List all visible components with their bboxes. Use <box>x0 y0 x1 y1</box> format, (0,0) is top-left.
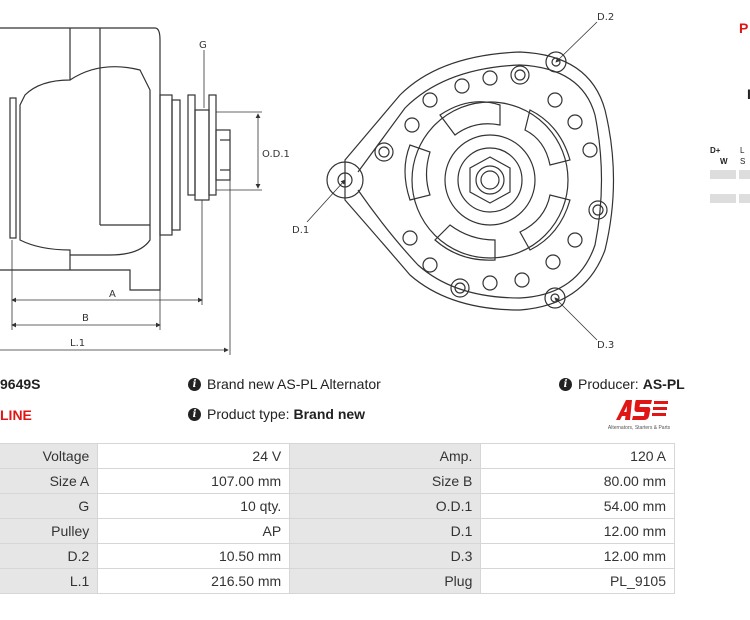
mini-table-cell <box>710 170 736 179</box>
label-od1: O.D.1 <box>262 149 290 160</box>
info-icon: i <box>559 377 572 391</box>
as-pl-logo-mark: Alternators, Starters & Parts <box>608 400 671 431</box>
spec-label: Plug <box>289 568 482 594</box>
mini-table-row-2: S <box>740 157 746 166</box>
front-view-leaders <box>306 21 598 341</box>
spec-label: Pulley <box>0 518 99 544</box>
spec-value: 12.00 mm <box>480 543 675 569</box>
label-g: G <box>199 40 207 51</box>
label-d3: D.3 <box>597 340 614 351</box>
spec-label: D.2 <box>0 543 99 569</box>
spec-label: Amp. <box>289 443 482 469</box>
spec-value: PL_9105 <box>480 568 675 594</box>
side-view <box>0 27 231 291</box>
spec-value: 12.00 mm <box>480 518 675 544</box>
logo-tagline: Alternators, Starters & Parts <box>608 425 671 431</box>
spec-value: 216.50 mm <box>97 568 291 594</box>
side-panel-mark: I <box>747 86 750 102</box>
side-view-dimensions <box>0 50 262 355</box>
product-line: LINE <box>0 407 32 423</box>
spec-value: AP <box>97 518 291 544</box>
spec-label: L.1 <box>0 568 99 594</box>
spec-value: 107.00 mm <box>97 468 291 494</box>
mini-table-header-1: D+ <box>710 146 721 155</box>
producer-label: Producer: <box>578 376 639 392</box>
label-d1: D.1 <box>292 225 309 236</box>
product-type-row: i Product type: Brand new <box>188 406 365 422</box>
spec-value: 10.50 mm <box>97 543 291 569</box>
mini-table-cell <box>710 194 736 203</box>
label-d2: D.2 <box>597 12 614 23</box>
spec-value: 10 qty. <box>97 493 291 519</box>
mini-table-cell <box>739 194 750 203</box>
spec-label: D.3 <box>289 543 482 569</box>
product-code: 9649S <box>0 376 41 392</box>
product-type-label: Product type: <box>207 406 290 422</box>
spec-label: G <box>0 493 99 519</box>
mini-table-row-1: W <box>720 157 728 166</box>
mini-table-cell <box>739 170 750 179</box>
spec-value: 120 A <box>480 443 675 469</box>
producer-value: AS-PL <box>642 376 685 392</box>
spec-label: D.1 <box>289 518 482 544</box>
spec-value: 80.00 mm <box>480 468 675 494</box>
mini-table-header-2: L <box>740 146 745 155</box>
as-pl-logo: Alternators, Starters & Parts <box>600 398 678 434</box>
spec-label: O.D.1 <box>289 493 482 519</box>
front-view <box>326 51 615 311</box>
spec-value: 24 V <box>97 443 291 469</box>
label-l1: L.1 <box>70 338 85 349</box>
producer-row: i Producer: AS-PL <box>559 376 685 392</box>
spec-label: Voltage <box>0 443 99 469</box>
product-type-value: Brand new <box>293 406 366 422</box>
label-b: B <box>82 313 89 324</box>
spec-label: Size B <box>289 468 482 494</box>
product-description: Brand new AS-PL Alternator <box>207 376 381 392</box>
spec-value: 54.00 mm <box>480 493 675 519</box>
label-a: A <box>109 289 116 300</box>
info-icon: i <box>188 377 201 391</box>
spec-label: Size A <box>0 468 99 494</box>
description-row: i Brand new AS-PL Alternator <box>188 376 381 392</box>
side-panel-title: P <box>739 20 749 36</box>
alternator-technical-drawing: G O.D.1 A B L.1 <box>0 12 615 355</box>
info-icon: i <box>188 407 201 421</box>
